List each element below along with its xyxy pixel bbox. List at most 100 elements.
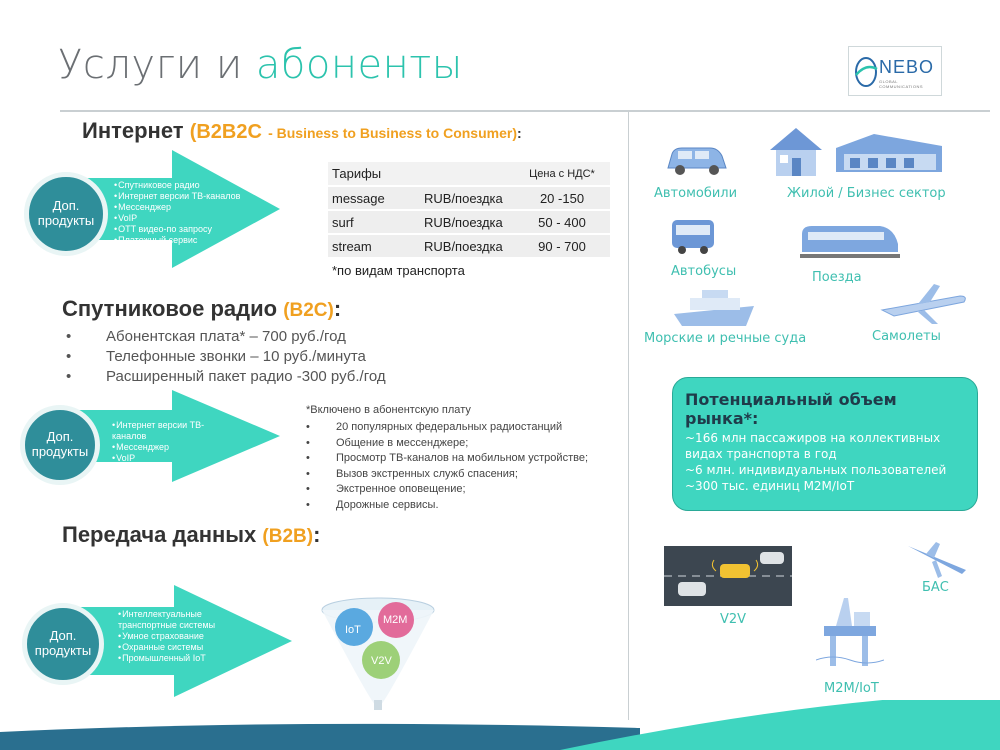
market-line: ~6 млн. индивидуальных пользователей xyxy=(685,463,947,477)
list-item: Промышленный IoT xyxy=(118,653,236,664)
list-item: Мессенджер xyxy=(114,202,244,213)
funnel-label-v2v: V2V xyxy=(371,655,392,667)
data-products-list: Интеллектуальные транспортные системы Ум… xyxy=(118,609,236,664)
v2v-road-icon xyxy=(664,546,792,606)
logo-mark-icon xyxy=(855,57,878,87)
logo-text: NEBO xyxy=(879,57,935,77)
list-item: Интеллектуальные транспортные системы xyxy=(118,609,236,631)
tariffs-table: Тарифы Цена с НДС* message RUB/поездка 2… xyxy=(328,162,610,259)
table-cell: RUB/поездка xyxy=(420,186,514,211)
label-ships: Морские и речные суда xyxy=(644,331,807,346)
list-item: VoIP xyxy=(112,453,232,464)
table-header: Тарифы xyxy=(328,162,420,187)
internet-tag-desc: - Business to Business to Consumer) xyxy=(268,125,517,141)
market-line: ~166 млн пассажиров на коллективных вида… xyxy=(685,431,941,461)
list-item: Спутниковое радио xyxy=(114,180,244,191)
internet-circle: Доп. продукты xyxy=(24,172,108,256)
table-cell: RUB/поездка xyxy=(420,210,514,235)
building-icon xyxy=(836,134,942,172)
bus-icon xyxy=(672,220,714,254)
label-residential: Жилой / Бизнес сектор xyxy=(787,186,946,201)
column-divider xyxy=(628,112,629,720)
label-buses: Автобусы xyxy=(671,264,737,279)
label-airplanes: Самолеты xyxy=(872,329,941,344)
internet-tag: B2B2C xyxy=(196,121,262,143)
funnel-m2m xyxy=(378,602,414,638)
list-item: •Расширенный пакет радио -300 руб./год xyxy=(66,368,386,385)
list-item: •Дорожные сервисы. xyxy=(306,498,439,511)
table-header-row: Тарифы Цена с НДС* xyxy=(328,162,610,187)
internet-products-list: Спутниковое радио Интернет версии ТВ-кан… xyxy=(114,180,244,246)
list-item: •Телефонные звонки – 10 руб./минута xyxy=(66,348,366,365)
table-cell: stream xyxy=(328,234,420,259)
list-item-text: 20 популярных федеральных радиостанций xyxy=(336,421,563,433)
list-item: •20 популярных федеральных радиостанций xyxy=(306,421,563,433)
radio-circle: Доп. продукты xyxy=(20,405,100,485)
radio-heading: Спутниковое радио (B2C): xyxy=(62,296,341,322)
table-cell: 50 - 400 xyxy=(514,210,610,235)
data-circle: Доп. продукты xyxy=(22,603,104,685)
funnel-diagram xyxy=(321,597,435,710)
title-accent: абоненты xyxy=(255,42,463,88)
label-cars: Автомобили xyxy=(654,186,738,201)
list-item: •Общение в мессенджере; xyxy=(306,436,469,449)
list-item-text: Вызов экстренных служб спасения; xyxy=(336,467,518,480)
header-divider xyxy=(60,110,990,112)
table-row: message RUB/поездка 20 -150 xyxy=(328,186,610,211)
table-cell: message xyxy=(328,186,420,211)
train-icon xyxy=(800,226,900,258)
market-line: ~300 тыс. единиц M2M/IoT xyxy=(685,479,855,493)
list-item-text: Абонентская плата* – 700 руб./год xyxy=(106,328,346,345)
table-cell: 90 - 700 xyxy=(514,234,610,259)
footer-wave xyxy=(0,700,1000,750)
list-item: Интернет версии ТВ-каналов xyxy=(114,191,244,202)
drone-icon xyxy=(908,542,966,578)
funnel-label-m2m: M2M xyxy=(383,614,408,626)
list-item-text: Просмотр ТВ-каналов на мобильном устройс… xyxy=(336,452,588,464)
house-icon xyxy=(770,128,822,176)
funnel-iot xyxy=(335,608,373,646)
list-item: VoIP xyxy=(114,213,244,224)
list-item: •Просмотр ТВ-каналов на мобильном устрой… xyxy=(306,452,588,464)
funnel-v2v xyxy=(362,641,400,679)
list-item: •Экстренное оповещение; xyxy=(306,483,466,495)
title-main: Услуги и xyxy=(58,42,243,88)
list-item-text: Экстренное оповещение; xyxy=(336,483,466,495)
internet-heading: Интернет (B2B2C - Business to Business t… xyxy=(82,118,522,144)
data-colon: : xyxy=(313,522,321,547)
label-v2v: V2V xyxy=(720,612,747,627)
table-cell: 20 -150 xyxy=(514,186,610,211)
list-item: •Абонентская плата* – 700 руб./год xyxy=(66,328,346,345)
radio-tag: (B2C) xyxy=(283,300,334,321)
airplane-icon xyxy=(880,284,966,324)
list-item-text: Телефонные звонки – 10 руб./минута xyxy=(106,348,366,365)
list-item-text: Дорожные сервисы. xyxy=(336,498,439,511)
page-title: Услуги и абоненты xyxy=(58,42,463,88)
radio-products-list: Интернет версии ТВ-каналов Мессенджер Vo… xyxy=(112,420,232,464)
funnel-label-iot: IoT xyxy=(345,624,361,636)
logo-subtext: GLOBAL COMMUNICATIONS xyxy=(879,79,924,89)
radio-price-list: •Абонентская плата* – 700 руб./год •Теле… xyxy=(66,328,386,388)
data-tag: (B2B) xyxy=(262,526,314,547)
table-row: stream RUB/поездка 90 - 700 xyxy=(328,234,610,259)
list-item: Умное страхование xyxy=(118,631,236,642)
data-heading: Передача данных (B2B): xyxy=(62,522,320,548)
table-header xyxy=(420,162,514,187)
label-uav: БАС xyxy=(922,580,949,595)
market-title: Потенциальный объем рынка*: xyxy=(685,390,897,428)
radio-colon: : xyxy=(333,296,342,321)
list-item: OTT видео-по запросу xyxy=(114,224,244,235)
nebo-logo: NEBO GLOBAL COMMUNICATIONS xyxy=(848,46,942,96)
label-trains: Поезда xyxy=(812,270,862,285)
table-row: surf RUB/поездка 50 - 400 xyxy=(328,210,610,235)
radio-included-note: *Включено в абонентскую плату xyxy=(306,404,471,416)
radio-title: Спутниковое радио xyxy=(62,296,278,321)
oil-platform-icon xyxy=(816,598,884,666)
car-icon xyxy=(667,147,727,175)
list-item: Охранные системы xyxy=(118,642,236,653)
table-cell: RUB/поездка xyxy=(420,234,514,259)
internet-title: Интернет xyxy=(82,118,184,143)
label-m2m-iot: M2M/IoT xyxy=(824,681,879,696)
internet-colon: : xyxy=(517,125,522,141)
table-header: Цена с НДС* xyxy=(514,162,610,187)
